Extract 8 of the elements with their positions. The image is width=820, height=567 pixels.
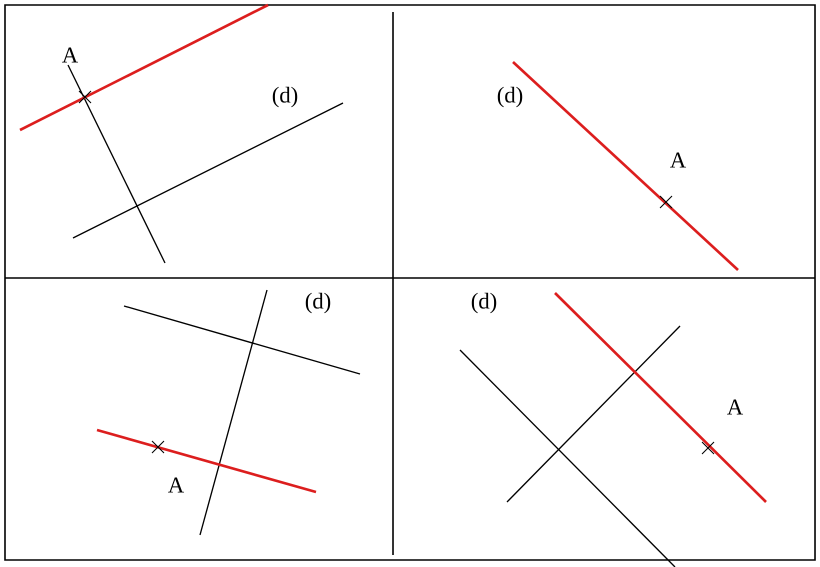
line-label: (d) <box>306 292 330 314</box>
point-label: A <box>727 400 744 414</box>
line-label: (d) <box>272 86 298 108</box>
line-label: (d) <box>472 292 496 314</box>
line-label: (d) <box>498 86 522 108</box>
point-label: A <box>62 48 78 62</box>
point-label: A <box>670 152 686 168</box>
point-label: A <box>168 478 184 492</box>
